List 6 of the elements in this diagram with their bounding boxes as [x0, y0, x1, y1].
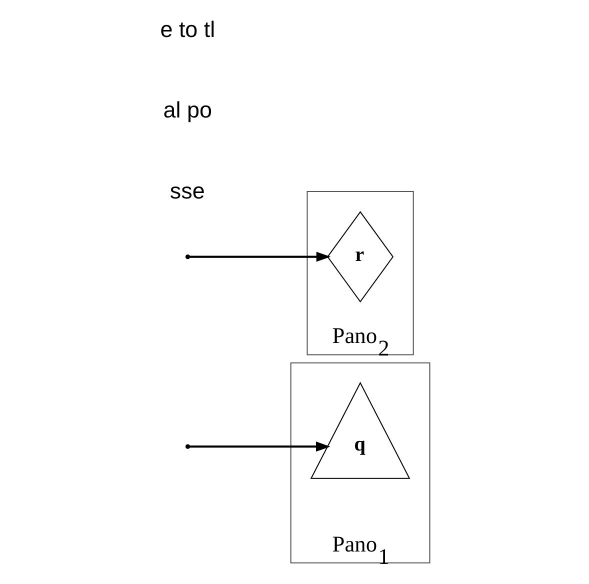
label: al po [162, 98, 212, 123]
node-diamond: r [326, 211, 394, 303]
arrow [189, 442, 330, 452]
arrow [189, 252, 330, 262]
label: sse [169, 178, 204, 204]
label: e to tl [160, 17, 215, 42]
